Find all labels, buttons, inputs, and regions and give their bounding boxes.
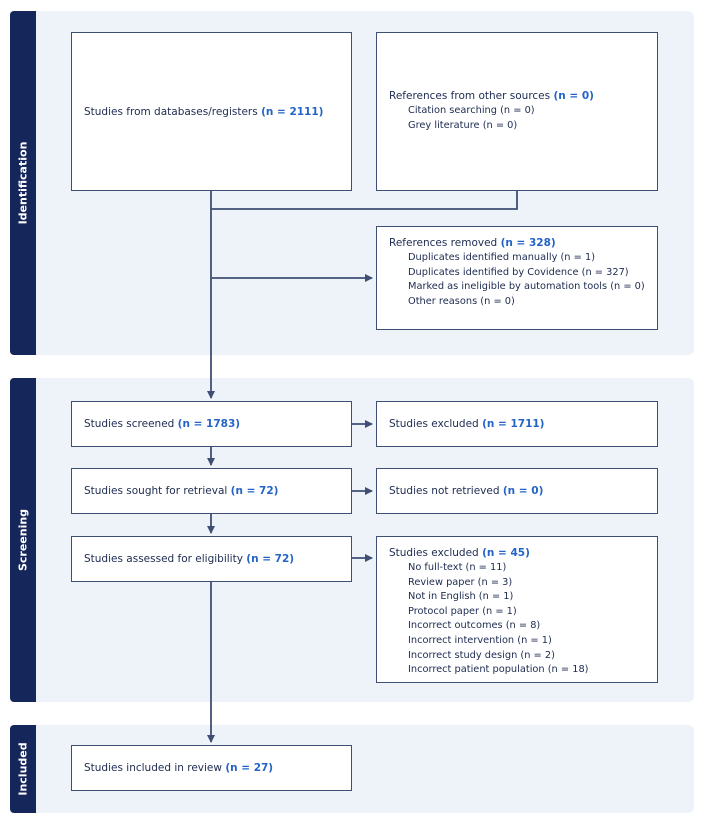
studies-assessed-box: Studies assessed for eligibility (n = 72…: [71, 536, 352, 582]
references-removed-box: References removed (n = 328) Duplicates …: [376, 226, 658, 330]
studies-screened-count: (n = 1783): [177, 418, 241, 430]
databases-label: Studies from databases/registers: [84, 105, 258, 118]
exclusion-reason-item: Review paper (n = 3): [408, 576, 513, 588]
studies-excluded-eligibility-label: Studies excluded: [389, 547, 479, 559]
references-removed-item: Other reasons (n = 0): [408, 295, 515, 307]
studies-excluded-screening-label: Studies excluded: [389, 418, 479, 430]
exclusion-reason-item: No full-text (n = 11): [408, 562, 507, 573]
identification-phase-label: Identification: [10, 11, 36, 355]
exclusion-reason-item: Protocol paper (n = 1): [408, 605, 517, 617]
databases-count: (n = 2111): [261, 105, 324, 118]
other-sources-count: (n = 0): [553, 90, 594, 103]
exclusion-reason-item: Incorrect study design (n = 2): [408, 649, 555, 661]
exclusion-reason-item: Incorrect outcomes (n = 8): [408, 620, 541, 632]
references-removed-item: Marked as ineligible by automation tools…: [408, 281, 645, 293]
studies-excluded-eligibility-title: Studies excluded (n = 45): [389, 546, 645, 561]
studies-sought-box: Studies sought for retrieval (n = 72): [71, 468, 352, 514]
references-removed-item: Duplicates identified manually (n = 1): [408, 252, 596, 263]
studies-sought-count: (n = 72): [230, 485, 279, 497]
studies-not-retrieved-box: Studies not retrieved (n = 0): [376, 468, 658, 514]
studies-excluded-eligibility-count: (n = 45): [482, 547, 530, 559]
references-removed-item: Duplicates identified by Covidence (n = …: [408, 266, 629, 278]
references-removed-count: (n = 328): [500, 237, 556, 249]
included-phase-label: Included: [10, 725, 36, 813]
studies-included-label: Studies included in review: [84, 762, 222, 774]
studies-not-retrieved-label: Studies not retrieved: [389, 485, 500, 497]
other-sources-title: References from other sources (n = 0): [389, 89, 594, 104]
connector-other-sources-merge: [211, 191, 518, 210]
studies-assessed-label: Studies assessed for eligibility: [84, 553, 243, 565]
studies-excluded-screening-count: (n = 1711): [482, 418, 545, 430]
studies-excluded-eligibility-box: Studies excluded (n = 45) No full-text (…: [376, 536, 658, 683]
databases-box: Studies from databases/registers (n = 21…: [71, 32, 352, 191]
studies-screened-box: Studies screened (n = 1783): [71, 401, 352, 447]
references-removed-label: References removed: [389, 237, 498, 249]
exclusion-reason-item: Incorrect patient population (n = 18): [408, 664, 589, 676]
studies-assessed-count: (n = 72): [246, 553, 295, 565]
studies-excluded-screening-box: Studies excluded (n = 1711): [376, 401, 658, 447]
other-sources-item: Citation searching (n = 0): [408, 105, 535, 117]
studies-not-retrieved-count: (n = 0): [502, 485, 544, 497]
exclusion-reason-item: Not in English (n = 1): [408, 591, 514, 603]
studies-screened-label: Studies screened: [84, 418, 175, 430]
studies-included-count: (n = 27): [225, 762, 274, 774]
other-sources-item: Grey literature (n = 0): [408, 120, 518, 131]
references-removed-title: References removed (n = 328): [389, 236, 645, 251]
other-sources-label: References from other sources: [389, 90, 551, 103]
screening-phase-label: Screening: [10, 378, 36, 702]
exclusion-reason-item: Incorrect intervention (n = 1): [408, 634, 552, 646]
databases-text: Studies from databases/registers (n = 21…: [84, 106, 323, 118]
other-sources-box: References from other sources (n = 0) Ci…: [376, 32, 658, 191]
studies-included-box: Studies included in review (n = 27): [71, 745, 352, 791]
studies-sought-label: Studies sought for retrieval: [84, 485, 228, 497]
